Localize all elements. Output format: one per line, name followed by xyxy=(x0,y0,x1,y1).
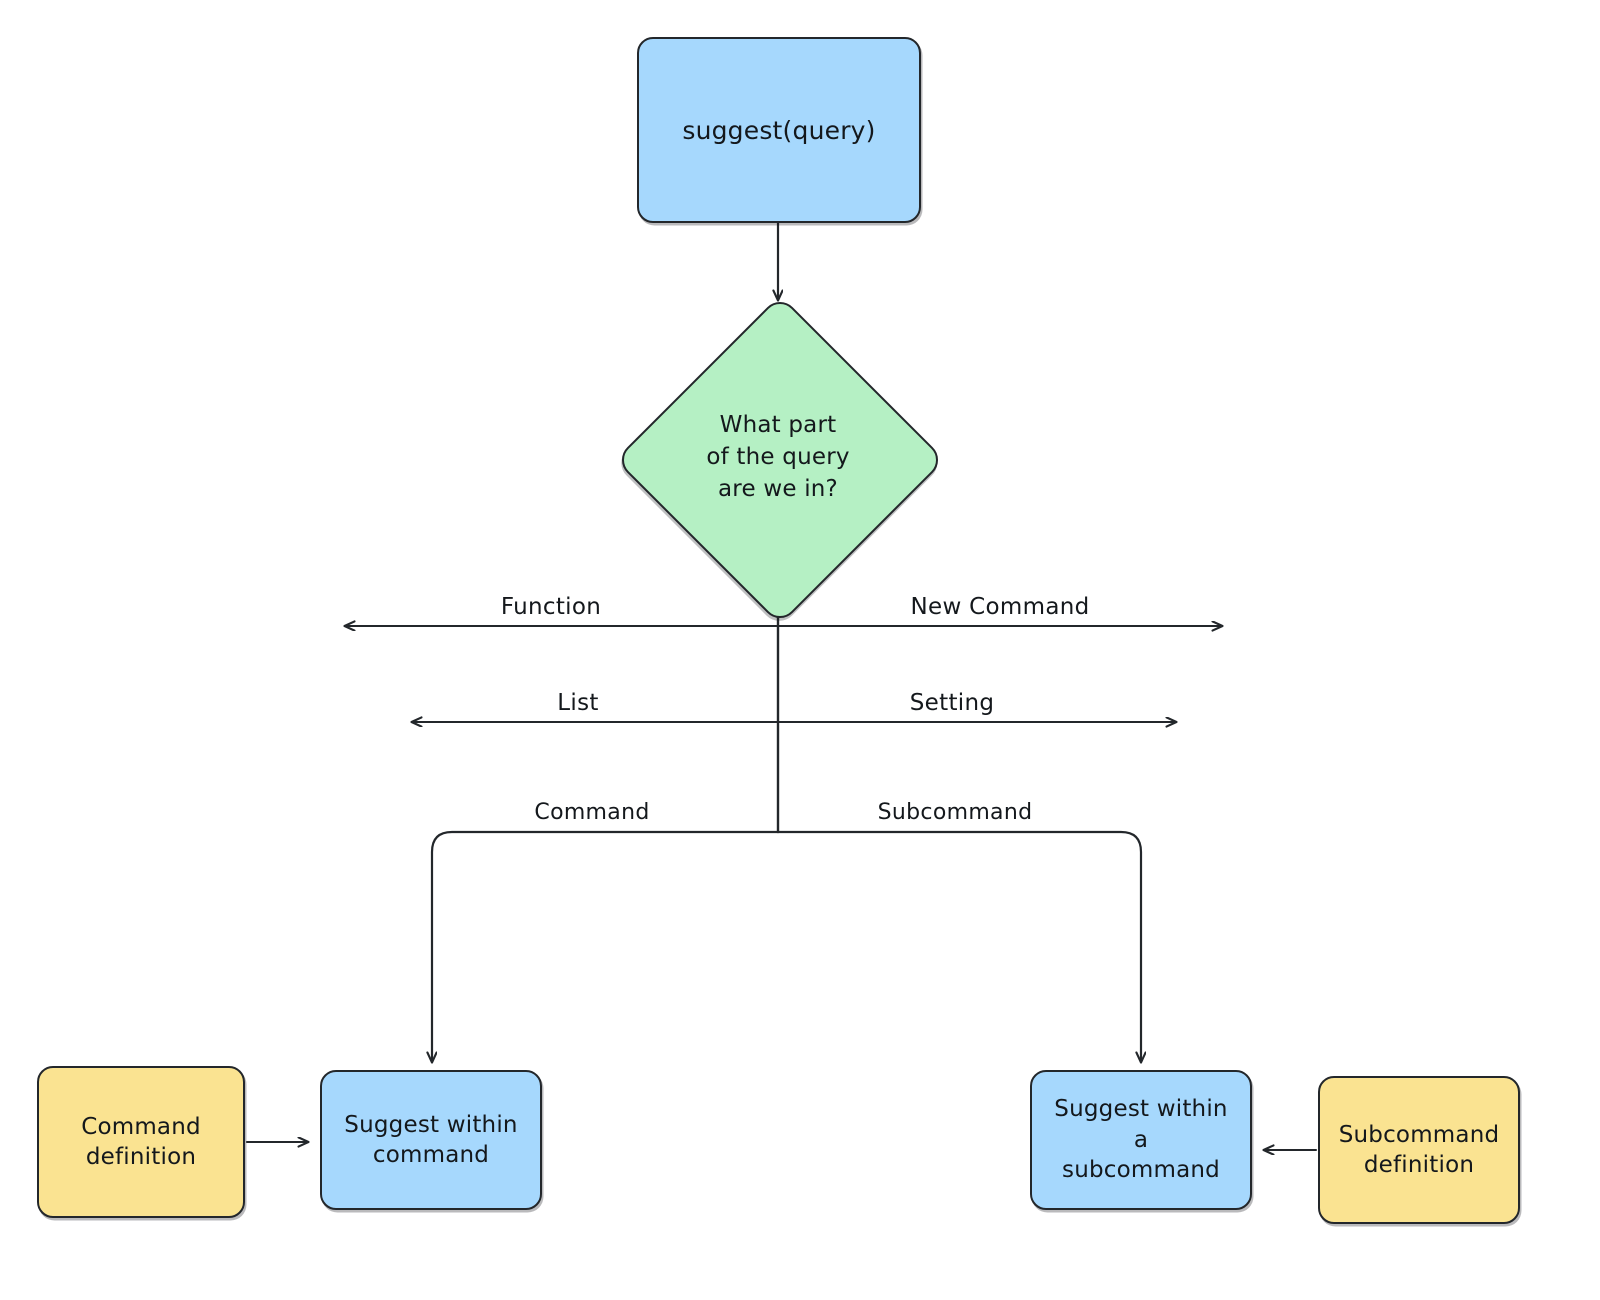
edge-subcommand xyxy=(776,830,1141,1062)
node-suggest-within-command[interactable]: Suggest within command xyxy=(320,1070,542,1210)
edge-label-setting: Setting xyxy=(909,690,995,716)
node-entry-label: suggest(query) xyxy=(682,115,876,145)
edge-label-function: Function xyxy=(500,594,602,620)
node-command-definition-label: Command definition xyxy=(81,1113,201,1170)
node-suggest-within-subcommand[interactable]: Suggest within a subcommand xyxy=(1030,1070,1252,1210)
node-subcommand-definition[interactable]: Subcommand definition xyxy=(1318,1076,1520,1224)
edge-label-subcommand: Subcommand xyxy=(877,800,1033,825)
edge-label-command: Command xyxy=(534,800,650,825)
edge-label-new-command: New Command xyxy=(910,594,1090,620)
node-decision-label: What part of the query are we in? xyxy=(706,412,850,502)
node-suggest-within-subcommand-label: Suggest within a subcommand xyxy=(1054,1096,1228,1184)
node-decision-query-part[interactable]: What part of the query are we in? xyxy=(613,293,946,626)
node-entry-suggest-query[interactable]: suggest(query) xyxy=(637,37,921,223)
edge-label-list: List xyxy=(557,690,599,716)
node-suggest-within-command-label: Suggest within command xyxy=(344,1111,518,1168)
node-subcommand-definition-label: Subcommand definition xyxy=(1338,1121,1500,1178)
edge-command xyxy=(432,830,780,1062)
node-command-definition[interactable]: Command definition xyxy=(37,1066,245,1218)
